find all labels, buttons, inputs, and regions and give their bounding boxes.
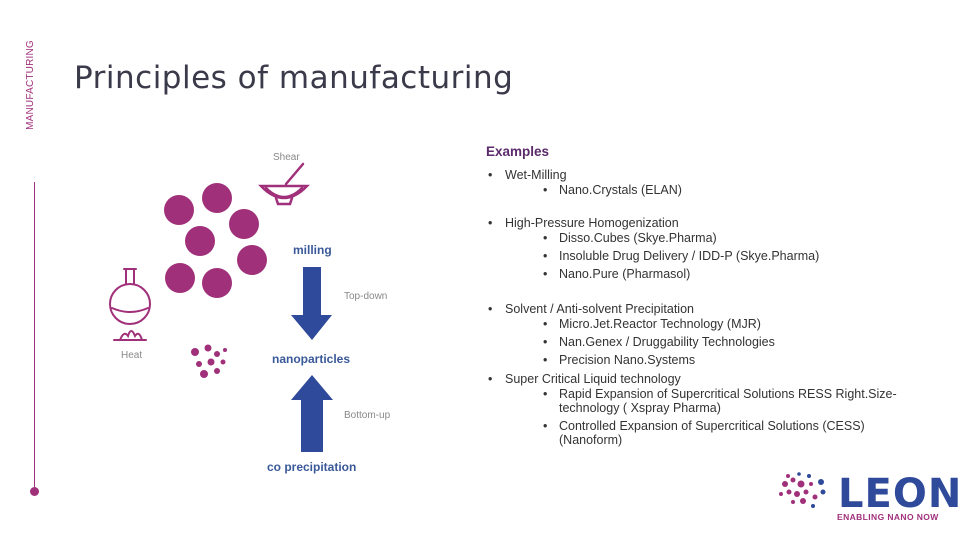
particle <box>202 268 232 298</box>
list-item: Solvent / Anti-solvent Precipitation Mic… <box>486 301 926 367</box>
small-particles <box>191 344 227 378</box>
bottom-up-arrow <box>291 375 333 452</box>
flask-heat-icon <box>109 268 151 341</box>
list-subitem: Nano.Pure (Pharmasol) <box>541 267 926 281</box>
leon-logo-mark <box>779 472 826 508</box>
section-dot <box>30 487 39 496</box>
list-item-label: Solvent / Anti-solvent Precipitation <box>505 302 694 316</box>
list-item-label: Super Critical Liquid technology <box>505 372 681 386</box>
examples-list: Wet-Milling Nano.Crystals (ELAN) High-Pr… <box>486 167 926 447</box>
list-item-label: Wet-Milling <box>505 168 567 182</box>
top-down-arrow <box>291 267 332 340</box>
manufacturing-diagram: Shear milling Top-down Heat nanoparticle… <box>100 140 420 485</box>
examples-panel: Examples Wet-Milling Nano.Crystals (ELAN… <box>486 144 926 451</box>
section-label: MANUFACTURING <box>25 40 36 130</box>
diagram-graphic <box>109 162 333 452</box>
list-subitem: Rapid Expansion of Supercritical Solutio… <box>541 387 919 415</box>
particle <box>237 245 267 275</box>
section-divider <box>34 182 35 488</box>
co-precipitation-label: co precipitation <box>267 460 357 474</box>
particle <box>229 209 259 239</box>
leon-logo-text: LEON <box>838 471 960 517</box>
list-item: Super Critical Liquid technology Rapid E… <box>486 371 926 447</box>
top-down-label: Top-down <box>344 291 388 302</box>
leon-logo-tagline: ENABLING NANO NOW <box>837 512 939 522</box>
list-subitem: Controlled Expansion of Supercritical So… <box>541 419 889 447</box>
shear-label: Shear <box>273 152 300 163</box>
list-item: Wet-Milling Nano.Crystals (ELAN) <box>486 167 926 197</box>
list-subitem: Micro.Jet.Reactor Technology (MJR) <box>541 317 926 331</box>
list-subitem: Insoluble Drug Delivery / IDD-P (Skye.Ph… <box>541 249 926 263</box>
list-subitem: Precision Nano.Systems <box>541 353 926 367</box>
particle <box>164 195 194 225</box>
page-title: Principles of manufacturing <box>74 60 514 96</box>
examples-heading: Examples <box>486 144 550 159</box>
mortar-pestle-icon <box>258 162 310 206</box>
list-subitem: Nano.Crystals (ELAN) <box>541 183 926 197</box>
list-subitem: Disso.Cubes (Skye.Pharma) <box>541 231 926 245</box>
milling-label: milling <box>293 243 332 257</box>
particle <box>202 183 232 213</box>
list-subitem: Nan.Genex / Druggability Technologies <box>541 335 926 349</box>
large-particles <box>164 183 267 298</box>
particle <box>185 226 215 256</box>
nanoparticles-label: nanoparticles <box>272 352 351 366</box>
heat-label: Heat <box>121 350 143 361</box>
bottom-up-label: Bottom-up <box>344 410 391 421</box>
particle <box>165 263 195 293</box>
list-item: High-Pressure Homogenization Disso.Cubes… <box>486 215 926 281</box>
list-item-label: High-Pressure Homogenization <box>505 216 679 230</box>
